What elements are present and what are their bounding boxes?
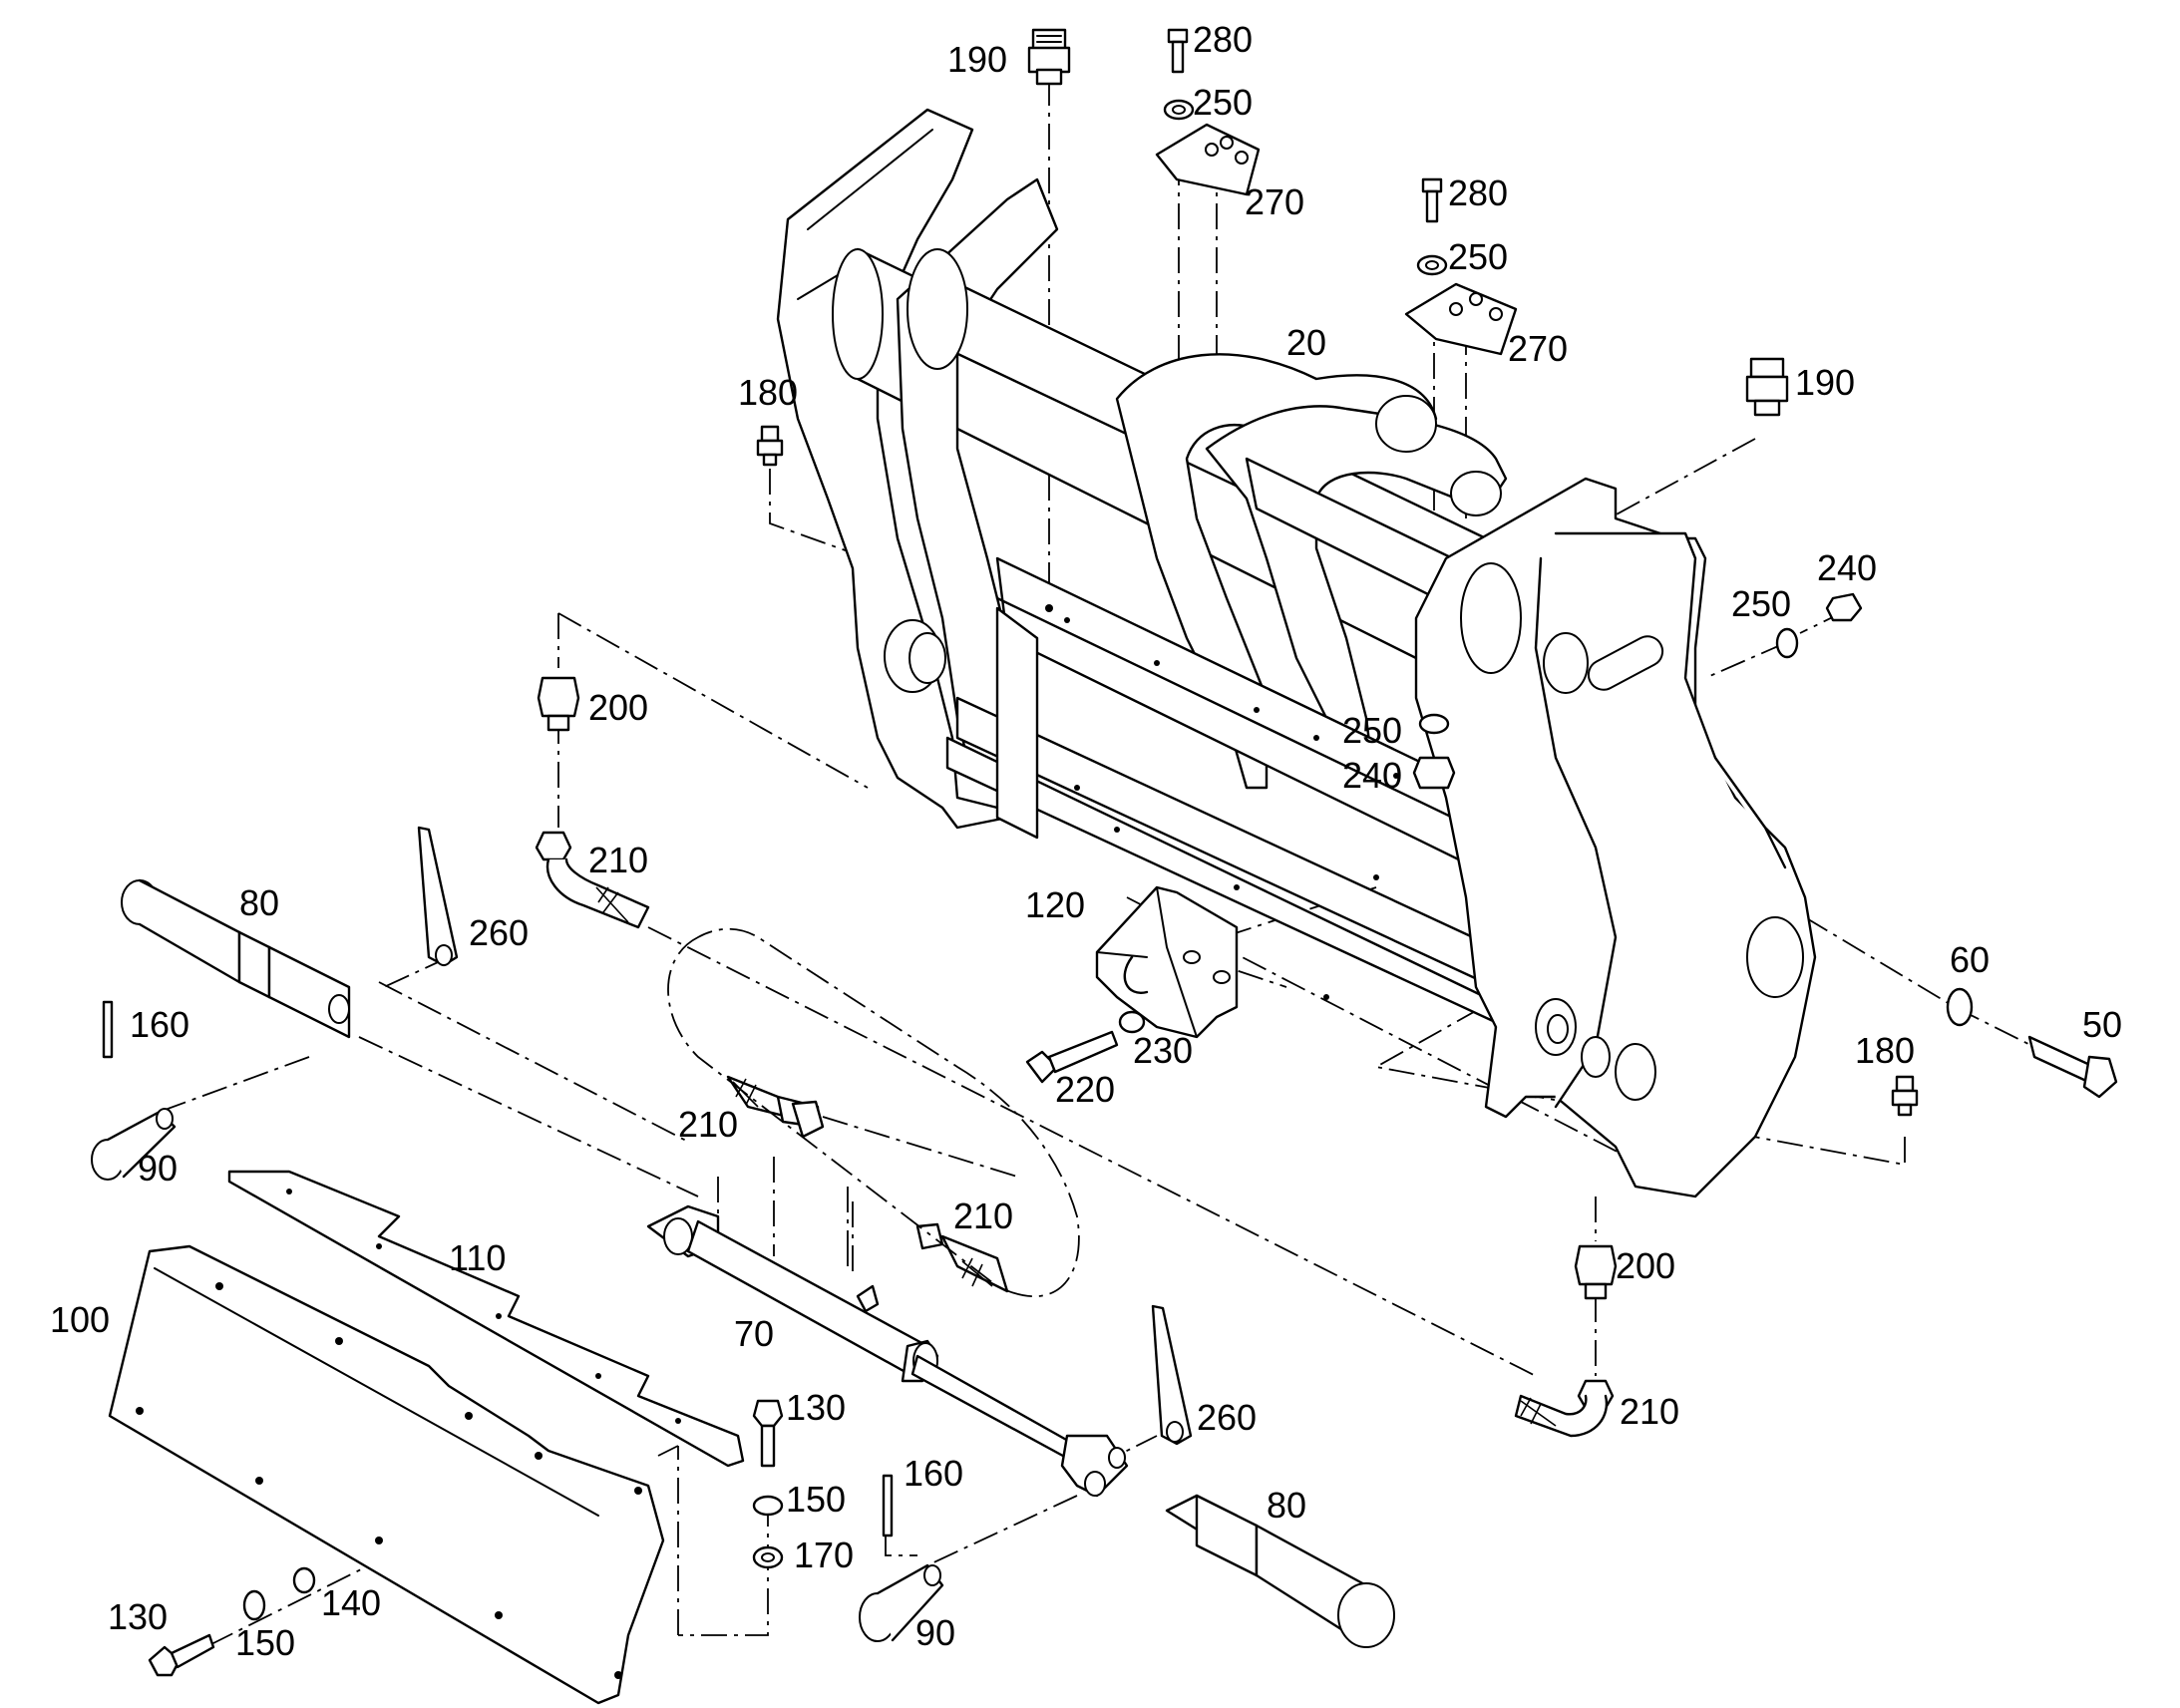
callout-90-lower: 90 (915, 1612, 955, 1653)
washer-250-upper (1163, 99, 1195, 121)
callout-180-left: 180 (738, 372, 798, 413)
cover-plate-100 (108, 1244, 665, 1705)
washer-250-right (1775, 627, 1799, 659)
cotter-pin-160-lower (882, 1474, 894, 1537)
callout-190-top: 190 (947, 39, 1007, 80)
lock-plate-260-upper (417, 826, 459, 967)
callout-250-second: 250 (1448, 236, 1508, 277)
hose-fitting-210-lower (1514, 1379, 1615, 1438)
callout-210-right-mid: 210 (953, 1196, 1013, 1236)
callout-100: 100 (50, 1299, 110, 1340)
callout-90-upper: 90 (138, 1148, 178, 1189)
callout-250-center: 250 (1342, 710, 1402, 751)
bolt-130-upper (752, 1399, 784, 1468)
nut-240-center (1412, 756, 1456, 790)
grease-nipple-180-right (1891, 1075, 1919, 1117)
callout-70: 70 (734, 1313, 774, 1354)
callout-labels: 190 280 250 270 280 250 270 20 190 180 2… (50, 19, 2122, 1663)
callout-240-center: 240 (1342, 755, 1402, 796)
hose-fitting-210-upper (535, 831, 650, 929)
pin-90-lower (859, 1563, 944, 1642)
callout-210-upper: 210 (588, 840, 648, 880)
callout-110: 110 (449, 1237, 506, 1278)
callout-130-lower: 130 (108, 1596, 168, 1637)
quick-coupler-frame (776, 108, 1817, 1198)
callout-20: 20 (1286, 322, 1326, 363)
callout-80-upper: 80 (239, 882, 279, 923)
bolt-50 (2027, 1035, 2118, 1099)
callout-240-right: 240 (1817, 547, 1877, 588)
washer-250-second (1416, 254, 1448, 276)
callout-80-lower: 80 (1267, 1485, 1306, 1526)
washer-230 (1118, 1010, 1146, 1034)
adapter-200-upper (537, 676, 580, 732)
washer-140 (292, 1566, 316, 1594)
bolt-280-upper (1167, 28, 1189, 74)
callout-200-upper: 200 (588, 687, 648, 728)
callout-60: 60 (1950, 939, 1990, 980)
bolt-280-second (1421, 177, 1443, 223)
callout-150-lower: 150 (235, 1622, 295, 1663)
callout-160-lower: 160 (904, 1453, 963, 1494)
lock-plate-260-lower (1151, 1304, 1193, 1446)
callout-220: 220 (1055, 1069, 1115, 1110)
hose-group-outline (667, 927, 1080, 1298)
nut-240-right (1825, 592, 1863, 622)
callout-250-right: 250 (1731, 583, 1791, 624)
callout-260-lower: 260 (1197, 1397, 1257, 1438)
bolt-130-lower (148, 1633, 215, 1677)
cotter-pin-160-upper (102, 1000, 114, 1059)
callout-120: 120 (1025, 884, 1085, 925)
assembly-leader-lines (159, 80, 2035, 1646)
callout-130-upper: 130 (786, 1387, 846, 1428)
grease-fitting-190-top (1027, 28, 1071, 86)
bolt-220 (1025, 1030, 1119, 1084)
callout-230: 230 (1133, 1030, 1193, 1071)
pin-80-lower (1165, 1494, 1395, 1648)
plate-270-second (1404, 282, 1518, 356)
callout-160-upper: 160 (130, 1004, 189, 1045)
pin-90-upper (91, 1108, 177, 1181)
callout-250-top: 250 (1193, 82, 1253, 123)
callout-150-upper: 150 (786, 1479, 846, 1520)
callout-190-right: 190 (1795, 362, 1855, 403)
washer-150-lower (242, 1589, 266, 1621)
washer-150-upper (752, 1495, 784, 1517)
callout-210-lower: 210 (1620, 1391, 1679, 1432)
callout-180-right: 180 (1855, 1030, 1915, 1071)
strip-110 (227, 1170, 745, 1468)
washer-250-center (1418, 713, 1450, 735)
pin-80-upper (121, 878, 351, 1039)
hydraulic-cylinder-70 (646, 1204, 1129, 1498)
callout-50: 50 (2082, 1004, 2122, 1045)
callout-200-lower: 200 (1616, 1245, 1675, 1286)
callout-280-top: 280 (1193, 19, 1253, 60)
callout-260-upper: 260 (469, 912, 529, 953)
hose-fitting-210-mid (726, 1075, 825, 1139)
washer-60 (1946, 987, 1974, 1027)
bracket-120 (1095, 885, 1239, 1039)
callout-270-top: 270 (1245, 181, 1304, 222)
plate-270-upper (1155, 123, 1261, 196)
grease-fitting-190-right (1745, 357, 1789, 417)
callout-140: 140 (321, 1582, 381, 1623)
callout-280-second: 280 (1448, 172, 1508, 213)
callout-270-second: 270 (1508, 328, 1568, 369)
grease-nipple-180-left (756, 425, 784, 467)
callout-170: 170 (794, 1535, 854, 1575)
washer-170 (752, 1545, 784, 1569)
callout-210-mid: 210 (678, 1104, 738, 1145)
adapter-200-lower (1574, 1244, 1618, 1300)
